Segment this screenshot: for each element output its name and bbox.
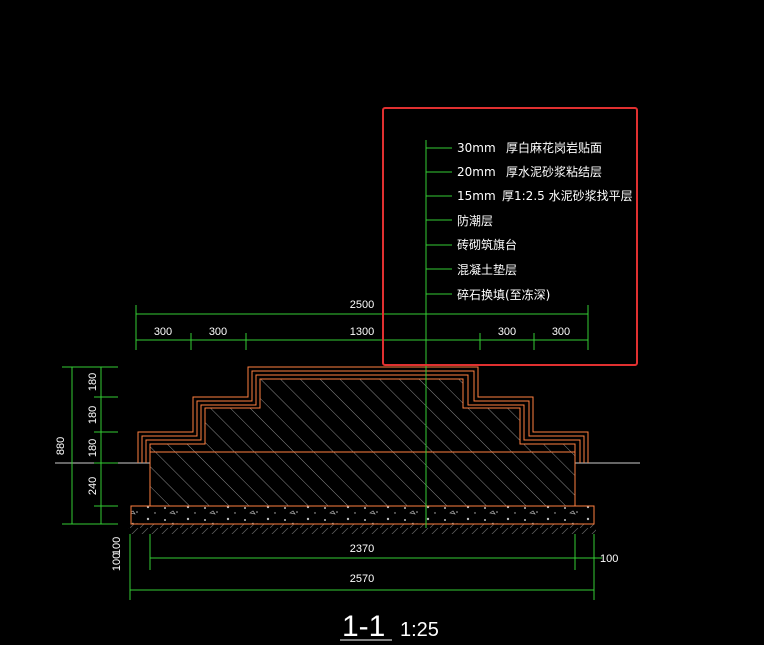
finish-layers <box>137 366 589 463</box>
dim-bottom-right: 100 <box>600 553 618 565</box>
brick-core <box>149 378 576 453</box>
left-dimensions <box>62 366 151 600</box>
concrete-base <box>149 451 576 507</box>
layer-thickness-2: 20mm <box>457 165 496 179</box>
layer-text-5: 砖砌筑旗台 <box>457 237 517 252</box>
dim-left-bottom-2: 100 <box>111 553 123 571</box>
section-scale: 1:25 <box>400 619 439 641</box>
dim-top-total: 2500 <box>350 299 374 311</box>
dim-left-seg-3: 180 <box>87 439 99 457</box>
layer-thickness-3: 15mm <box>457 189 496 203</box>
gravel-bed <box>130 505 595 525</box>
layer-labels: 30mm 厚白麻花岗岩贴面 20mm 厚水泥砂浆粘结层 15mm 厚1:2.5 … <box>457 140 633 302</box>
dim-bottom-outer: 2570 <box>350 573 374 585</box>
dim-left-seg-2: 180 <box>87 406 99 424</box>
layer-text-3: 厚1:2.5 水泥砂浆找平层 <box>502 188 633 203</box>
dim-top-seg-5: 300 <box>552 326 570 338</box>
dim-left-total: 880 <box>55 437 67 455</box>
highlight-box <box>382 107 638 366</box>
layer-leaders <box>426 147 452 295</box>
dim-left-bottom-1: 100 <box>111 537 123 555</box>
layer-text-2: 厚水泥砂浆粘结层 <box>506 164 602 179</box>
section-number: 1-1 <box>342 610 385 643</box>
dim-top-seg-1: 300 <box>154 326 172 338</box>
dim-left-seg-4: 240 <box>87 477 99 495</box>
top-dimensions <box>135 305 589 350</box>
layer-text-1: 厚白麻花岗岩贴面 <box>506 140 602 155</box>
layer-thickness-1: 30mm <box>457 141 496 155</box>
dim-top-seg-2: 300 <box>209 326 227 338</box>
dim-top-seg-4: 300 <box>498 326 516 338</box>
bottom-dimensions <box>130 534 602 600</box>
layer-text-6: 混凝土垫层 <box>457 262 517 277</box>
dim-top-seg-3: 1300 <box>350 326 374 338</box>
soil-hatch <box>128 524 596 534</box>
section-title: 1-1 1:25 <box>340 610 439 643</box>
dim-left-seg-1: 180 <box>87 373 99 391</box>
layer-text-4: 防潮层 <box>457 213 493 228</box>
layer-text-7: 碎石换填(至冻深) <box>457 287 550 302</box>
dim-bottom-inner: 2370 <box>350 543 374 555</box>
